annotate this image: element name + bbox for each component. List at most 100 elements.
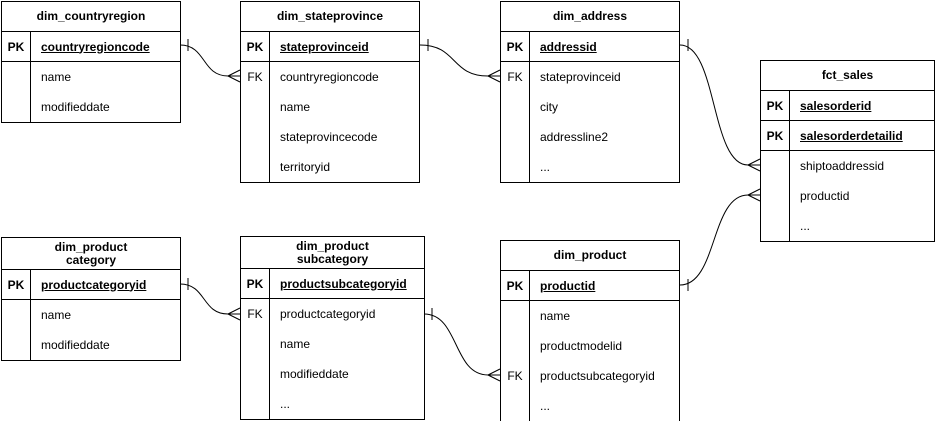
field-name: productmodelid bbox=[540, 339, 623, 353]
connector-subcategory-to-product bbox=[423, 308, 501, 382]
key-label bbox=[241, 389, 270, 419]
entity-row: ... bbox=[241, 389, 424, 419]
field-name: shiptoaddressid bbox=[800, 159, 885, 173]
entity-row: modifieddate bbox=[241, 359, 424, 389]
connector-line bbox=[419, 44, 489, 77]
field-name: addressline2 bbox=[540, 130, 609, 144]
connector-line bbox=[179, 283, 229, 315]
many-marker bbox=[747, 158, 761, 172]
field-name: ... bbox=[800, 219, 811, 233]
field-name: productsubcategoryid bbox=[540, 369, 655, 383]
entity-row: PK salesorderdetailid bbox=[761, 121, 934, 151]
key-label bbox=[501, 152, 530, 182]
entity-row: modifieddate bbox=[2, 330, 180, 360]
field-name: modifieddate bbox=[280, 367, 349, 381]
many-marker bbox=[227, 69, 241, 83]
field-name: name bbox=[280, 337, 311, 351]
entity-title-fct_sales: fct_sales bbox=[761, 61, 934, 91]
field-name: productcategoryid bbox=[41, 277, 147, 292]
entity-row: FK productcategoryid bbox=[241, 299, 424, 329]
field-name: city bbox=[540, 100, 558, 114]
entity-row: addressline2 bbox=[501, 122, 679, 152]
key-label bbox=[2, 92, 31, 122]
entity-row: city bbox=[501, 92, 679, 122]
key-label: PK bbox=[501, 271, 530, 300]
connector-stateprovince-to-address bbox=[419, 39, 501, 83]
key-label: PK bbox=[761, 121, 790, 150]
entity-title-dim_countryregion: dim_countryregion bbox=[2, 2, 180, 32]
many-marker bbox=[487, 69, 501, 83]
key-label bbox=[241, 122, 270, 152]
entity-row: productmodelid bbox=[501, 331, 679, 361]
field-name: stateprovinceid bbox=[540, 70, 621, 84]
field-name: stateprovincecode bbox=[280, 130, 378, 144]
entity-row: name bbox=[2, 62, 180, 92]
key-label: FK bbox=[501, 361, 530, 391]
field-name: modifieddate bbox=[41, 100, 110, 114]
entity-row: name bbox=[2, 300, 180, 330]
connector-line bbox=[423, 313, 489, 376]
key-label bbox=[761, 151, 790, 181]
key-label bbox=[241, 329, 270, 359]
field-name: salesorderdetailid bbox=[800, 128, 903, 143]
key-label bbox=[501, 122, 530, 152]
entity-row: PK stateprovinceid bbox=[241, 32, 419, 62]
key-label bbox=[761, 211, 790, 241]
entity-row: ... bbox=[501, 152, 679, 182]
field-name: productcategoryid bbox=[280, 307, 376, 321]
many-marker bbox=[487, 368, 501, 382]
key-label: FK bbox=[241, 299, 270, 329]
entity-row: name bbox=[501, 301, 679, 331]
field-name: ... bbox=[540, 399, 551, 413]
entity-title-dim_product_subcategory: dim_product subcategory bbox=[241, 237, 424, 269]
field-name: salesorderid bbox=[800, 98, 872, 113]
key-label: FK bbox=[241, 62, 270, 92]
entity-row: ... bbox=[501, 391, 679, 421]
connector-product-to-fctsales bbox=[679, 188, 761, 291]
field-name: name bbox=[280, 100, 311, 114]
connector-line bbox=[179, 44, 229, 77]
field-name: name bbox=[41, 308, 72, 322]
key-label: PK bbox=[2, 270, 31, 299]
field-name: addressid bbox=[540, 39, 597, 54]
key-label bbox=[241, 359, 270, 389]
connector-countryregion-to-stateprovince bbox=[179, 39, 241, 83]
key-label bbox=[501, 92, 530, 122]
entity-title-dim_address: dim_address bbox=[501, 2, 679, 32]
field-name: territoryid bbox=[280, 160, 331, 174]
entity-row: territoryid bbox=[241, 152, 419, 182]
field-name: productid bbox=[540, 278, 596, 293]
key-label: PK bbox=[761, 91, 790, 120]
entity-row: FK productsubcategoryid bbox=[501, 361, 679, 391]
field-name: stateprovinceid bbox=[280, 39, 369, 54]
field-name: name bbox=[540, 309, 571, 323]
key-label bbox=[2, 330, 31, 360]
field-name: productsubcategoryid bbox=[280, 276, 407, 291]
entity-row: PK salesorderid bbox=[761, 91, 934, 121]
connector-line bbox=[679, 194, 749, 286]
entity-row: PK addressid bbox=[501, 32, 679, 62]
key-label bbox=[501, 301, 530, 331]
key-label: PK bbox=[241, 32, 270, 61]
field-name: modifieddate bbox=[41, 338, 110, 352]
entity-row: name bbox=[241, 92, 419, 122]
key-label bbox=[501, 391, 530, 421]
connector-address-to-fctsales bbox=[679, 39, 761, 172]
entity-row: name bbox=[241, 329, 424, 359]
entity-row: shiptoaddressid bbox=[761, 151, 934, 181]
entity-row: PK productsubcategoryid bbox=[241, 269, 424, 299]
key-label bbox=[241, 152, 270, 182]
key-label: PK bbox=[501, 32, 530, 61]
key-label: PK bbox=[241, 269, 270, 298]
field-name: countryregioncode bbox=[41, 39, 150, 54]
entity-row: productid bbox=[761, 181, 934, 211]
entity-row: modifieddate bbox=[2, 92, 180, 122]
